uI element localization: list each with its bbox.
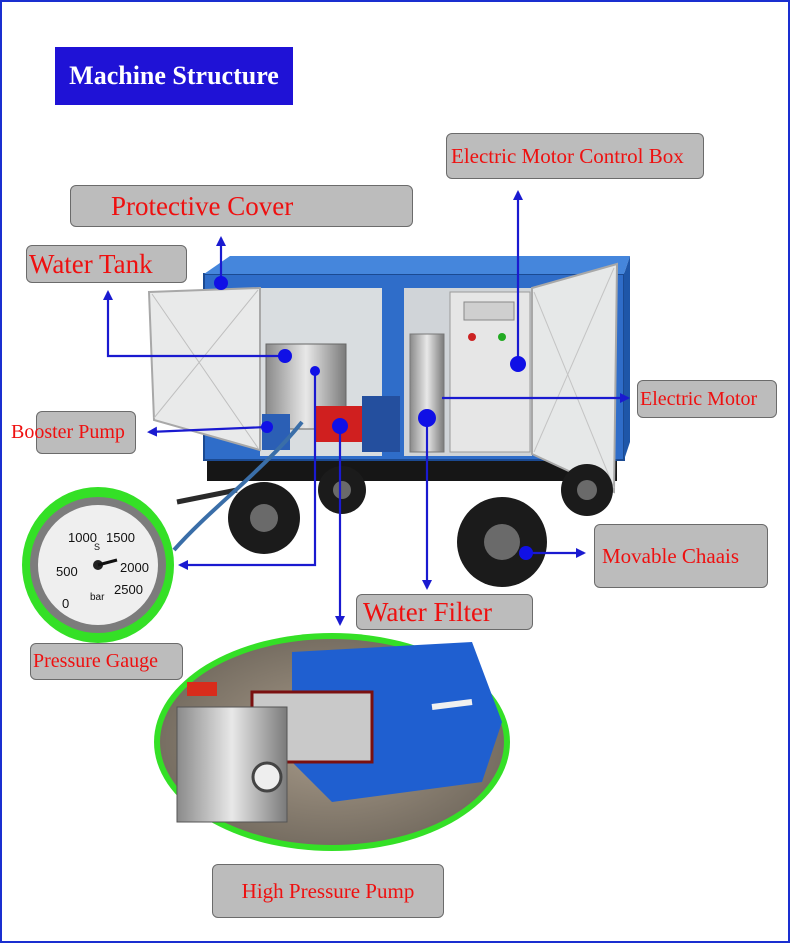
machine-photo (147, 256, 630, 587)
gauge-center-mark: S (94, 542, 100, 552)
label-electric-motor: Electric Motor (637, 380, 777, 418)
callout-arrows (103, 190, 630, 626)
high-pressure-pump-callout (154, 633, 510, 851)
dot-booster-pump (261, 421, 273, 433)
gauge-tick-2000: 2000 (120, 560, 149, 575)
diagram-title: Machine Structure (55, 47, 293, 105)
gauge-tick-zero: 0 (62, 596, 69, 611)
dot-water-filter (418, 409, 436, 427)
wheel-front-right (561, 464, 613, 516)
dot-protective-cover (214, 276, 228, 290)
gauge-tick-1500: 1500 (106, 530, 135, 545)
gauge-unit: bar (90, 592, 105, 603)
gauge-tick-1000: 1000 (68, 530, 97, 545)
gauge-dial: 0 500 1000 1500 2000 2500 bar S (56, 530, 149, 611)
dot-high-pressure-pump (332, 418, 348, 434)
arrow-booster-pump (147, 425, 268, 437)
gauge-tick-2500: 2500 (114, 582, 143, 597)
callout-dots (214, 276, 533, 560)
right-door (531, 262, 619, 494)
label-booster-pump-text: Booster Pump (11, 421, 125, 443)
label-electric-motor-control-box: Electric Motor Control Box (446, 133, 704, 179)
dot-pressure-gauge (310, 366, 320, 376)
hose (172, 420, 304, 552)
wheel-rear-left (228, 482, 300, 554)
tow-bar (176, 487, 238, 505)
wheel-front-left (457, 497, 547, 587)
wheel-rear-right (318, 466, 366, 514)
label-protective-cover: Protective Cover (70, 185, 413, 227)
left-door (147, 286, 261, 452)
label-pressure-gauge: Pressure Gauge (30, 643, 183, 680)
gauge-tick-500: 500 (56, 564, 78, 579)
label-water-filter: Water Filter (356, 594, 533, 630)
label-high-pressure-pump: High Pressure Pump (212, 864, 444, 918)
pressure-gauge-callout (22, 487, 174, 643)
dot-movable-chassis (519, 546, 533, 560)
cabinet-roof (204, 256, 630, 274)
label-booster-pump: Booster Pump (11, 411, 136, 454)
label-movable-chassis: Movable Chaais (594, 524, 768, 588)
arrow-pressure-gauge (178, 371, 317, 570)
dot-water-tank (278, 349, 292, 363)
arrow-water-tank (103, 290, 285, 358)
dot-control-box (510, 356, 526, 372)
label-water-tank: Water Tank (26, 245, 187, 283)
